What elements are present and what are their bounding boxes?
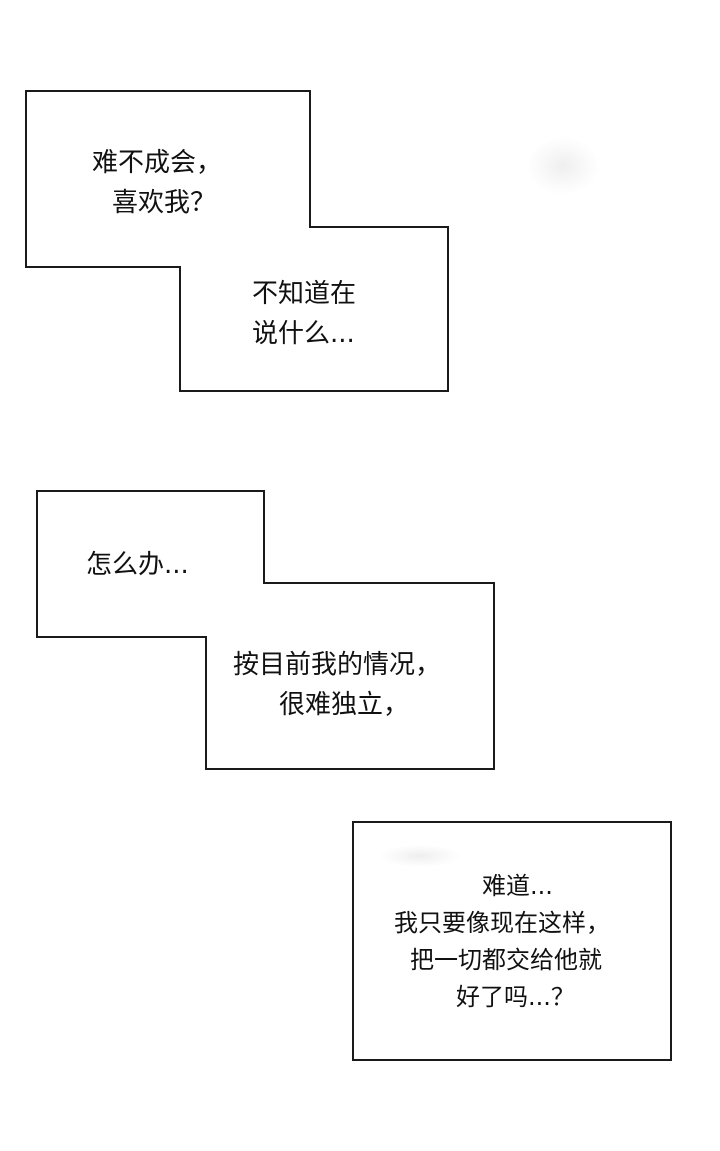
thought-text-2: 不知道在 说什么... — [252, 274, 356, 354]
text-line: 把一切都交给他就 — [410, 946, 602, 974]
thought-text-3: 怎么办... — [86, 545, 189, 585]
background-smudge — [380, 845, 460, 867]
text-line: 好了吗...？ — [456, 983, 575, 1011]
thought-text-5: 难道... 我只要像现在这样， 把一切都交给他就 好了吗...？ — [394, 868, 610, 1016]
thought-text-1: 难不成会， 喜欢我？ — [92, 143, 222, 223]
text-line: 难不成会， — [92, 148, 223, 178]
text-line: 喜欢我？ — [112, 188, 217, 218]
thought-box-top — [25, 90, 449, 392]
text-line: 我只要像现在这样， — [394, 909, 610, 937]
text-line: 按目前我的情况， — [233, 650, 442, 680]
text-line: 很难独立， — [279, 690, 410, 720]
thought-box-middle — [36, 490, 495, 770]
text-line: 不知道在 — [252, 279, 357, 309]
text-line: 难道... — [482, 872, 553, 900]
background-smudge — [528, 138, 598, 194]
text-line: 说什么... — [252, 319, 355, 349]
thought-text-4: 按目前我的情况， 很难独立， — [233, 645, 441, 725]
text-line: 怎么办... — [86, 550, 189, 580]
